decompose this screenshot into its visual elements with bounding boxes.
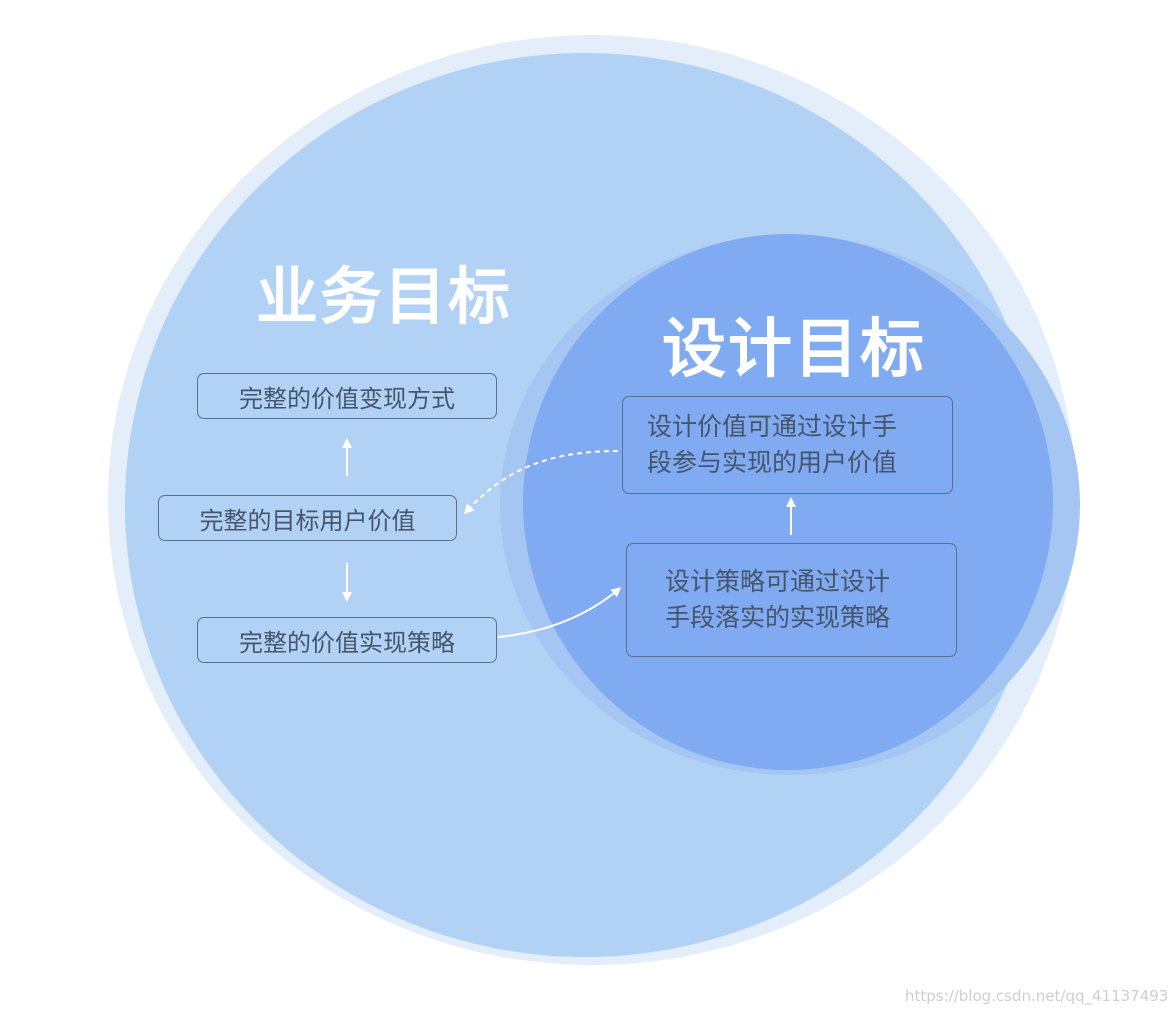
design-goal-strategy-line1: 设计策略可通过设计 [665, 567, 891, 596]
design-goal-strategy-line2: 手段落实的实现策略 [665, 603, 891, 632]
design-goal-user-value: 设计价值可通过设计手 段参与实现的用户价值 [622, 396, 953, 494]
business-goal-user-value: 完整的目标用户价值 [158, 495, 457, 541]
design-goal-user-value-line2: 段参与实现的用户价值 [647, 448, 898, 477]
design-goals-title: 设计目标 [662, 312, 926, 387]
design-goal-user-value-line1: 设计价值可通过设计手 [647, 412, 898, 441]
business-goal-monetization: 完整的价值变现方式 [197, 373, 497, 419]
arrow-dashed-design-to-biz [463, 450, 619, 515]
business-goal-strategy: 完整的价值实现策略 [197, 617, 497, 663]
watermark: https://blog.csdn.net/qq_41137493 [905, 987, 1169, 1005]
arrow-solid-biz-to-design [497, 587, 622, 638]
design-goal-strategy: 设计策略可通过设计 手段落实的实现策略 [626, 543, 957, 657]
business-goals-title: 业务目标 [256, 260, 513, 333]
